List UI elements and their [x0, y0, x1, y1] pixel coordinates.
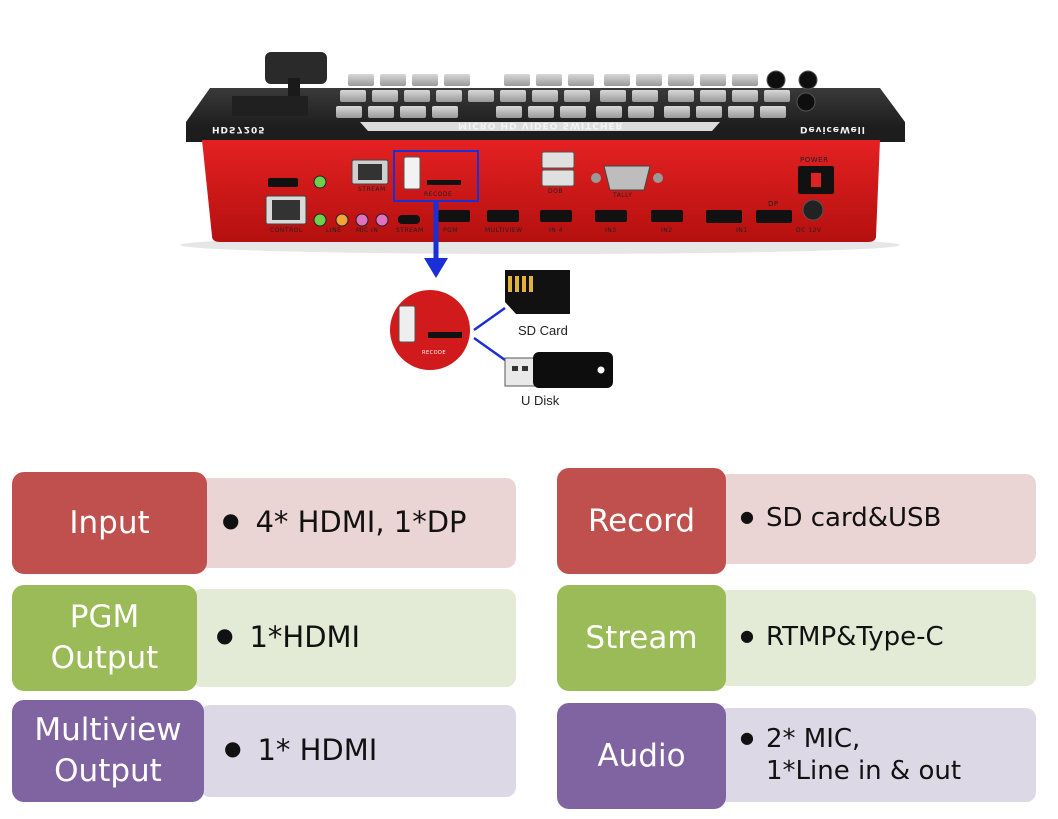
sd-card-icon [505, 270, 570, 314]
device-brand: DeviceWell [800, 124, 866, 134]
bullet-icon: ● [222, 507, 240, 532]
spec-value-box-record: ● SD card&USB [718, 474, 1036, 564]
port-label-dc: DC 12V [796, 227, 822, 234]
port-label-in1: IN1 [736, 227, 748, 234]
typec-stream-port [398, 215, 420, 224]
spec-value-box-multiview: ● 1* HDMI [200, 705, 516, 797]
bullet-icon: ● [216, 622, 234, 647]
bullet-icon: ● [224, 735, 242, 760]
arrow-head [424, 258, 448, 278]
spec-value-box-stream: ● RTMP&Type-C [718, 590, 1036, 686]
knob-3 [796, 92, 816, 112]
spec-value-record: SD card&USB [765, 503, 942, 534]
port-label-tally: TALLY [613, 192, 633, 199]
tbar-handle [265, 52, 327, 84]
dp-port [756, 210, 792, 223]
sd-card-label: SD Card [518, 323, 568, 338]
port-label-dp: DP [768, 200, 779, 208]
device-title: MICRO HD VIDEO SWITCHER [458, 120, 624, 130]
knob-2 [798, 70, 818, 90]
port-label-pgm: PGM [443, 227, 458, 234]
port-label-multiview: MULTIVIEW [485, 227, 523, 234]
usb-dob-1 [541, 151, 575, 169]
spec-value-multiview: 1* HDMI [257, 733, 378, 768]
hdmi-in1-port [706, 210, 742, 223]
hdmi-multiview-port [487, 210, 519, 222]
spec-label-stream: Stream [557, 585, 726, 691]
line-jack-top [313, 175, 327, 189]
port-label-recode: RECODE [424, 191, 453, 198]
spec-value-box-audio: ● 2* MIC, 1*Line in & out [718, 708, 1036, 802]
device-red-body [202, 140, 880, 242]
port-label-in4: IN 4 [549, 227, 563, 234]
hdmi-in4-port [540, 210, 572, 222]
spec-label-multiview-output: Multiview Output [12, 700, 204, 802]
highlight-box [393, 150, 479, 202]
hdmi-control-port [268, 178, 298, 187]
port-label-power: POWER [800, 156, 829, 164]
connector-sd [473, 306, 506, 332]
hdmi-pgm-port [438, 210, 470, 222]
bullet-icon: ● [740, 728, 754, 747]
u-disk-label: U Disk [521, 393, 560, 408]
port-label-control: CONTROL [270, 227, 303, 234]
port-label-line: LINE [326, 227, 342, 234]
port-label-in2: IN2 [661, 227, 673, 234]
port-label-stream-top: STREAM [358, 186, 386, 193]
spec-label-audio: Audio [557, 703, 726, 809]
tally-port [603, 165, 651, 191]
spec-value-audio: 2* MIC, 1*Line in & out [765, 724, 962, 786]
port-label-mic: MIC IN [356, 227, 379, 234]
bullet-icon: ● [740, 507, 754, 527]
connector-udisk [473, 336, 506, 362]
spec-label-record: Record [557, 468, 726, 574]
bullet-icon: ● [740, 626, 754, 646]
knob-1 [766, 70, 786, 90]
sd-card-slot [427, 180, 461, 185]
port-label-stream-bottom: STREAM [396, 227, 424, 234]
spec-label-input: Input [12, 472, 207, 574]
zoom-recode-label: RECODE [422, 350, 447, 356]
device-model: HDS7205 [212, 124, 266, 134]
spec-value-stream: RTMP&Type-C [765, 622, 944, 653]
spec-value-box-input: ● 4* HDMI, 1*DP [198, 478, 516, 568]
port-label-dob: DOB [548, 188, 563, 195]
hdmi-in3-port [595, 210, 627, 222]
port-label-in3: IN3 [605, 227, 617, 234]
device-illustration: MICRO HD VIDEO SWITCHER HDS7205 DeviceWe… [180, 52, 905, 408]
u-disk-icon [533, 352, 613, 388]
spec-value-input: 4* HDMI, 1*DP [255, 505, 467, 540]
keypad [336, 74, 790, 118]
device-svg [180, 52, 905, 388]
hdmi-in2-port [651, 210, 683, 222]
usb-recode-port [403, 156, 421, 190]
usb-dob-2 [541, 169, 575, 187]
u-disk-connector [504, 357, 536, 387]
spec-label-pgm-output: PGM Output [12, 585, 197, 691]
dc-power-jack [802, 199, 824, 221]
spec-value-box-pgm: ● 1*HDMI [192, 589, 516, 687]
spec-value-pgm: 1*HDMI [249, 620, 361, 655]
